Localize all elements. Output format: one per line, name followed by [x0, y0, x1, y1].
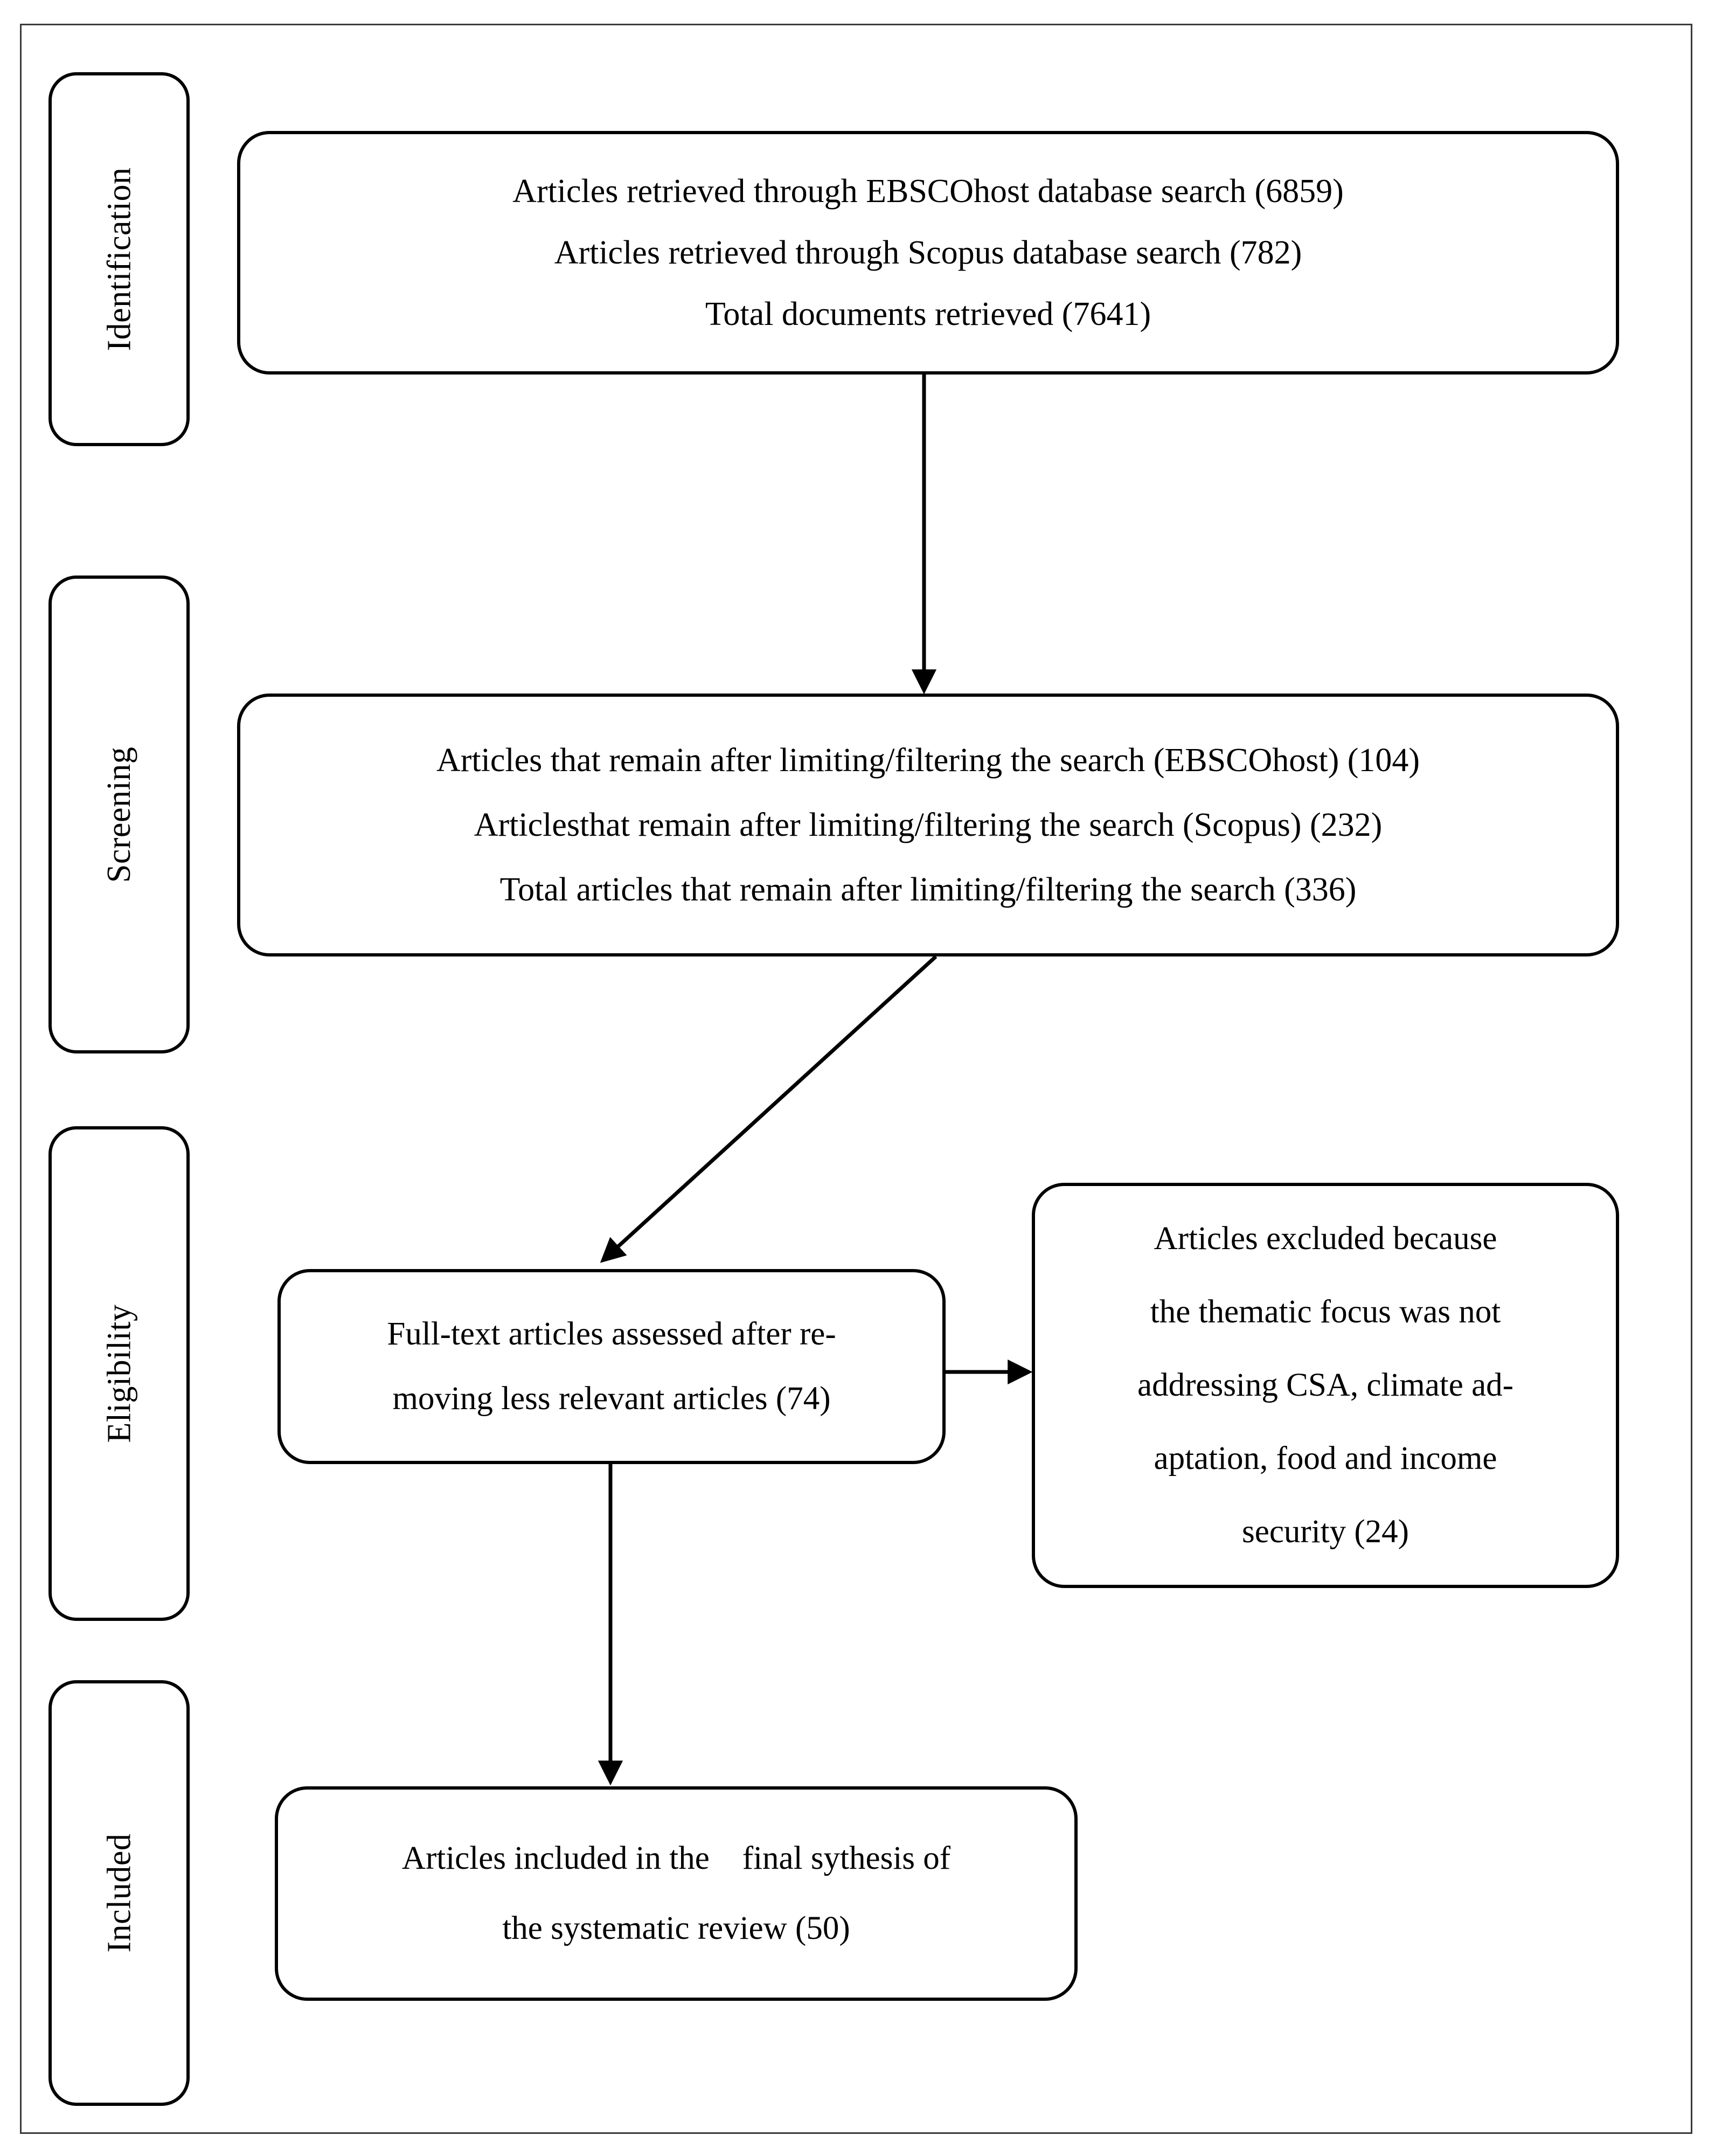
node-identification-line-1: Articles retrieved through EBSCOhost dat… — [512, 173, 1344, 210]
node-included-line-1: Articles included in the final sythesis … — [401, 1840, 951, 1876]
node-identification-records: Articles retrieved through EBSCOhost dat… — [237, 131, 1619, 375]
stage-label-included: Included — [100, 1833, 137, 1953]
stage-label-screening: Screening — [101, 746, 138, 883]
node-excluded-line-1: Articles excluded because — [1154, 1221, 1497, 1257]
stage-box-eligibility: Eligibility — [48, 1126, 190, 1621]
node-excluded-line-5: security (24) — [1242, 1514, 1409, 1550]
node-screening-records: Articles that remain after limiting/filt… — [237, 694, 1619, 956]
node-identification-line-3: Total documents retrieved (7641) — [705, 296, 1151, 332]
node-screening-line-3: Total articles that remain after limitin… — [499, 871, 1357, 908]
node-articles-excluded: Articles excluded because the thematic f… — [1032, 1183, 1619, 1588]
stage-box-identification: Identification — [48, 72, 190, 446]
node-identification-line-2: Articles retrieved through Scopus databa… — [554, 234, 1302, 271]
node-excluded-line-2: the thematic focus was not — [1150, 1294, 1501, 1330]
stage-box-screening: Screening — [48, 576, 190, 1053]
stage-box-included: Included — [48, 1680, 190, 2106]
node-excluded-line-3: addressing CSA, climate ad- — [1137, 1367, 1513, 1403]
node-included-line-2: the systematic review (50) — [502, 1910, 850, 1946]
stage-label-identification: Identification — [101, 167, 138, 351]
node-fulltext-line-2: moving less relevant articles (74) — [392, 1381, 831, 1417]
node-screening-line-2: Articlesthat remain after limiting/filte… — [474, 807, 1383, 843]
node-excluded-line-4: aptation, food and income — [1154, 1440, 1497, 1476]
node-fulltext-assessed: Full-text articles assessed after re- mo… — [277, 1269, 946, 1464]
node-fulltext-line-1: Full-text articles assessed after re- — [387, 1316, 836, 1352]
stage-label-eligibility: Eligibility — [101, 1304, 138, 1443]
node-screening-line-1: Articles that remain after limiting/filt… — [436, 742, 1420, 779]
page-border — [20, 24, 1692, 2134]
node-articles-included: Articles included in the final sythesis … — [275, 1786, 1078, 2001]
